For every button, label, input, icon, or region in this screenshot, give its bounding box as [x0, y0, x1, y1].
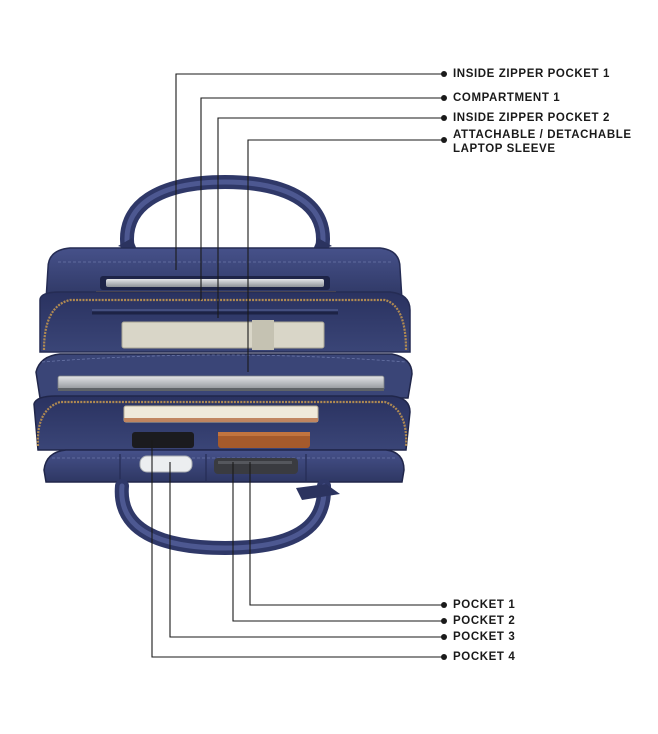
label-pocket-4: POCKET 4 [453, 651, 516, 663]
leader-pocket-3 [169, 462, 442, 638]
label-inside-zipper-pocket-1: INSIDE ZIPPER POCKET 1 [453, 68, 610, 80]
dot-pocket-4 [441, 654, 447, 660]
label-compartment-1: COMPARTMENT 1 [453, 92, 561, 104]
label-pocket-2: POCKET 2 [453, 615, 516, 627]
label-inside-zipper-pocket-2: INSIDE ZIPPER POCKET 2 [453, 112, 610, 124]
front-pockets [43, 449, 405, 483]
top-leader-dots [441, 71, 447, 143]
top-handle [118, 174, 332, 257]
leader-laptop-sleeve [247, 139, 442, 372]
dot-pocket-1 [441, 602, 447, 608]
bottom-handle [114, 479, 340, 556]
leader-pocket-2 [232, 462, 442, 622]
dot-inside-zipper-pocket-2 [441, 115, 447, 121]
bottom-leader-dots [441, 602, 447, 660]
label-pocket-3: POCKET 3 [453, 631, 516, 643]
leader-inside-zipper-pocket-2 [217, 117, 442, 318]
leader-pocket-1 [249, 462, 442, 606]
front-compartment [33, 395, 411, 451]
compartment-1-area [39, 291, 411, 353]
label-laptop-sleeve: ATTACHABLE / DETACHABLE LAPTOP SLEEVE [453, 128, 632, 156]
dot-inside-zipper-pocket-1 [441, 71, 447, 77]
dot-pocket-3 [441, 634, 447, 640]
laptop-sleeve-area [35, 353, 413, 399]
leader-pocket-4 [151, 440, 442, 658]
dot-laptop-sleeve [441, 137, 447, 143]
top-leader-lines [175, 73, 442, 372]
label-pocket-1: POCKET 1 [453, 599, 516, 611]
label-laptop-sleeve-line2: LAPTOP SLEEVE [453, 143, 556, 155]
dot-compartment-1 [441, 95, 447, 101]
label-laptop-sleeve-line1: ATTACHABLE / DETACHABLE [453, 129, 632, 141]
leader-inside-zipper-pocket-1 [175, 73, 442, 270]
dot-pocket-2 [441, 618, 447, 624]
bottom-leader-lines [151, 440, 442, 658]
leader-compartment-1 [200, 97, 442, 300]
